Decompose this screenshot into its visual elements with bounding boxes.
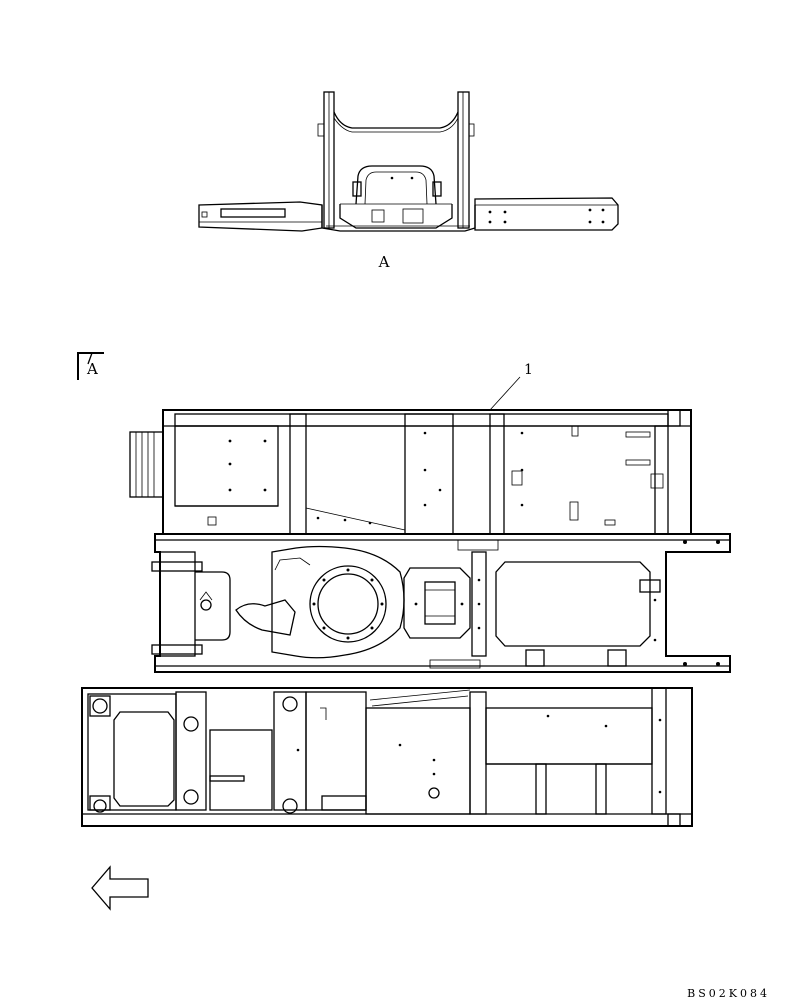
main-frame-plan [81,409,731,827]
front-direction-arrow-icon [91,865,149,911]
view-a-elevation: A [198,91,619,271]
swing-bearing-ring [271,545,405,659]
callout-1: 1 [489,362,533,411]
drawing-code: BS02K084 [687,987,770,1000]
callout-1-number: 1 [524,362,533,378]
section-view-marker: A [77,352,104,380]
view-label: A [378,253,390,271]
section-marker-label: A [86,360,98,378]
radiator-grille [129,431,164,498]
